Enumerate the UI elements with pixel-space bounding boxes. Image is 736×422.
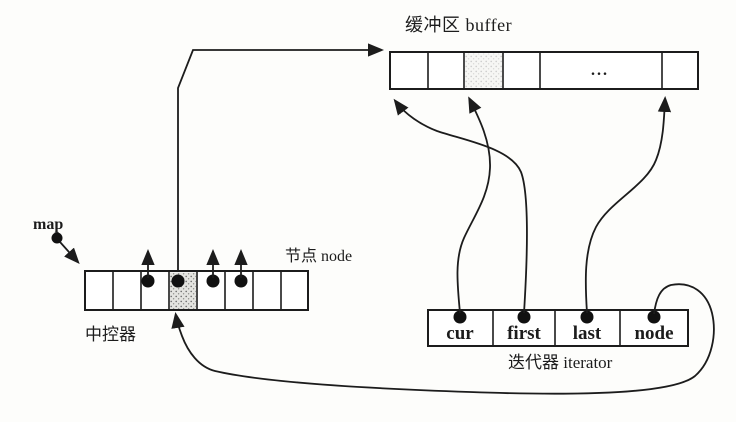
map-pointer-dot — [51, 232, 63, 244]
controller-label: 中控器 — [85, 325, 136, 344]
map-array — [84, 249, 309, 311]
buffer-label: 缓冲区 buffer — [405, 15, 512, 35]
iterator-field-first: first — [507, 323, 541, 344]
map-pointer-arrow — [59, 241, 80, 264]
iterator-field-cur: cur — [446, 323, 474, 344]
cur-to-buffer-arrow — [456, 96, 491, 314]
iterator-last-dot — [580, 310, 594, 324]
iterator-cur-dot — [453, 310, 467, 324]
first-to-buffer-arrow — [393, 98, 528, 314]
iterator-outline — [427, 309, 689, 347]
buffer-cell-shaded — [465, 53, 502, 88]
node-label: 节点 node — [285, 247, 352, 265]
iterator-array: cur first last node — [427, 309, 689, 347]
iterator-label: 迭代器 iterator — [508, 353, 613, 372]
map-node-pointer-dot — [141, 274, 155, 288]
iterator-node-dot — [647, 310, 661, 324]
map-node-pointer-dot — [206, 274, 220, 288]
last-to-buffer-arrow — [584, 96, 672, 314]
iterator-first-dot — [517, 310, 531, 324]
map-node-pointer-dot-shaded — [171, 274, 185, 288]
iterator-field-last: last — [573, 323, 602, 344]
map-pointer-label: map — [33, 216, 63, 233]
buffer-array: ... — [389, 51, 699, 90]
map-node-pointer-dot — [234, 274, 248, 288]
map-node-to-buffer-arrow — [177, 43, 384, 280]
buffer-ellipsis: ... — [591, 62, 609, 79]
iterator-field-node: node — [634, 323, 673, 344]
node-to-map-arrow — [171, 283, 715, 395]
buffer-array-outline — [389, 51, 699, 90]
